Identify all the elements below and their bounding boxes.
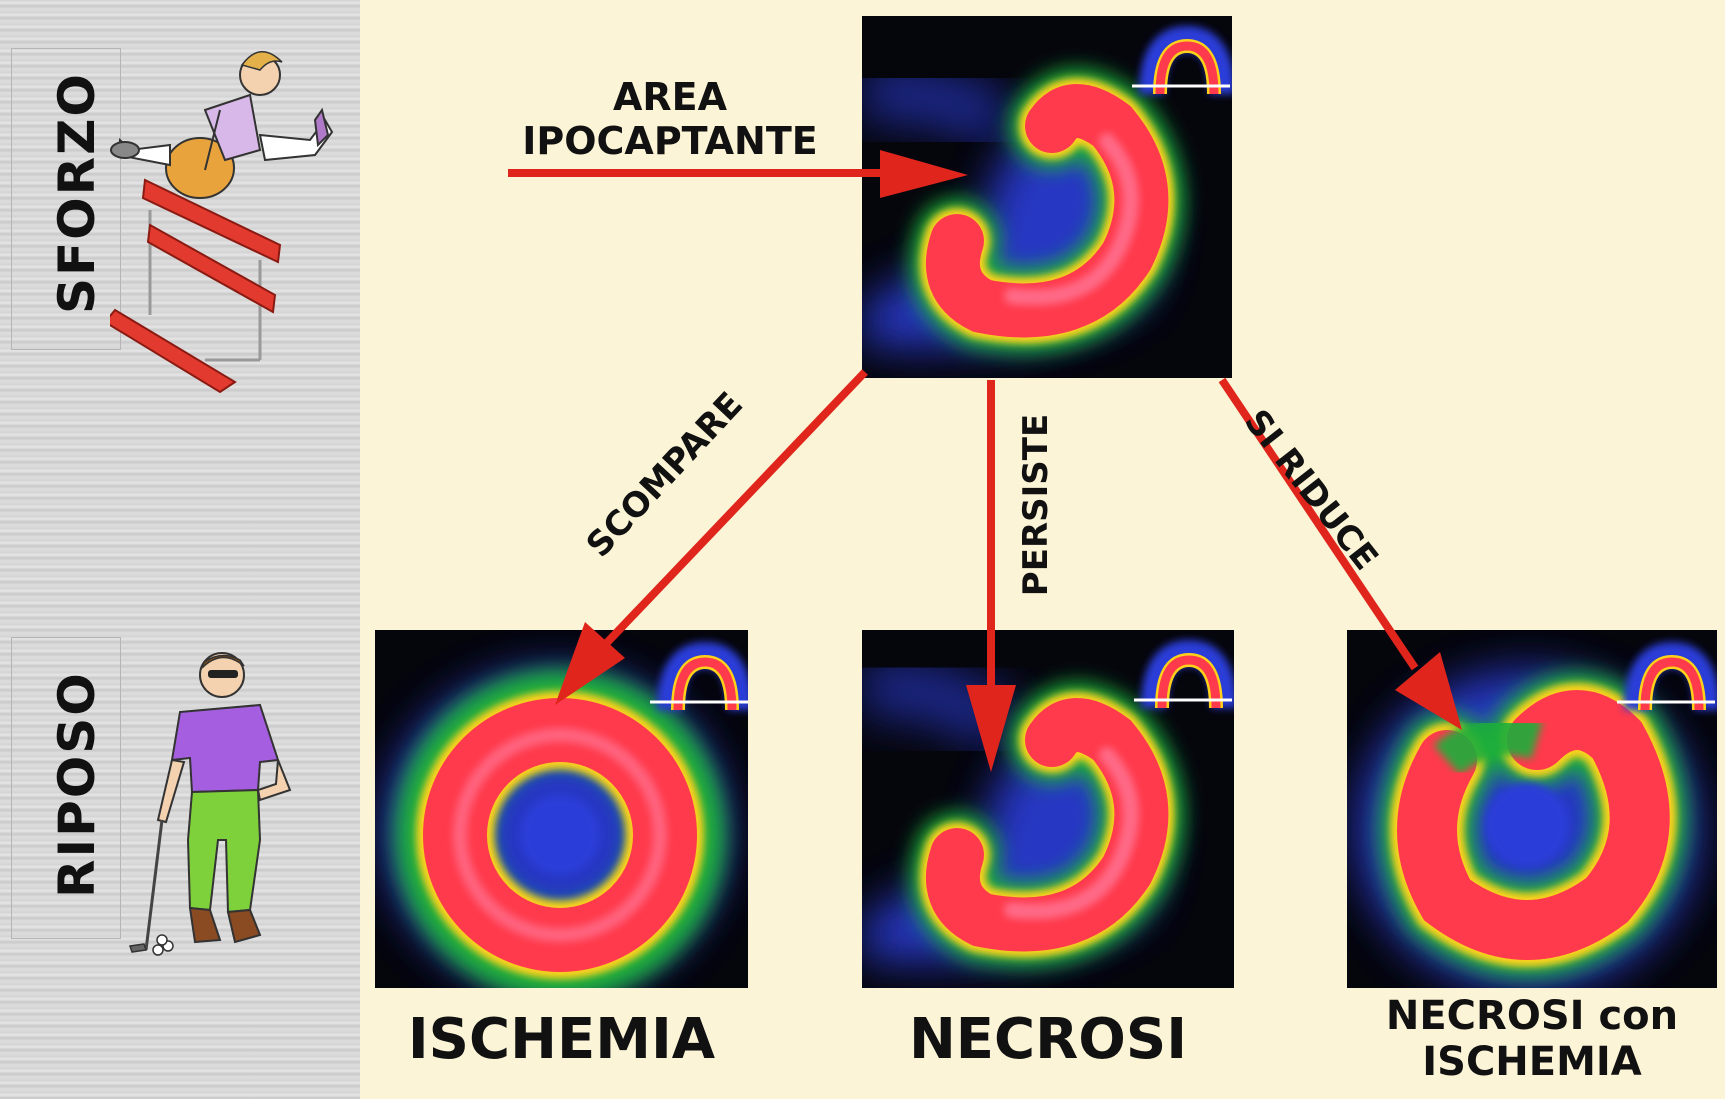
annotation-line-2: IPOCAPTANTE (500, 122, 840, 160)
riposo-label-box: RIPOSO (11, 637, 121, 939)
annotation-line-1: AREA (570, 78, 770, 116)
ischemia-right-caption: ISCHEMIA (1347, 1042, 1717, 1082)
stress-scan-image (862, 16, 1232, 378)
sforzo-label-box: SFORZO (11, 48, 121, 350)
persiste-label: PERSISTE (1016, 414, 1056, 596)
necrosi-ischemia-scan-image (1347, 630, 1717, 988)
riposo-label: RIPOSO (48, 671, 106, 898)
necrosi-con-caption: NECROSI con (1347, 996, 1717, 1036)
ischemia-scan-image (375, 630, 748, 988)
sforzo-label: SFORZO (48, 72, 106, 314)
hurdler-illustration (110, 40, 360, 400)
necrosi-caption: NECROSI (862, 1012, 1234, 1068)
sidebar: SFORZO RIPOSO (0, 0, 360, 1099)
necrosi-scan-image (862, 630, 1234, 988)
ischemia-caption: ISCHEMIA (375, 1012, 748, 1068)
golfer-illustration (110, 650, 310, 970)
